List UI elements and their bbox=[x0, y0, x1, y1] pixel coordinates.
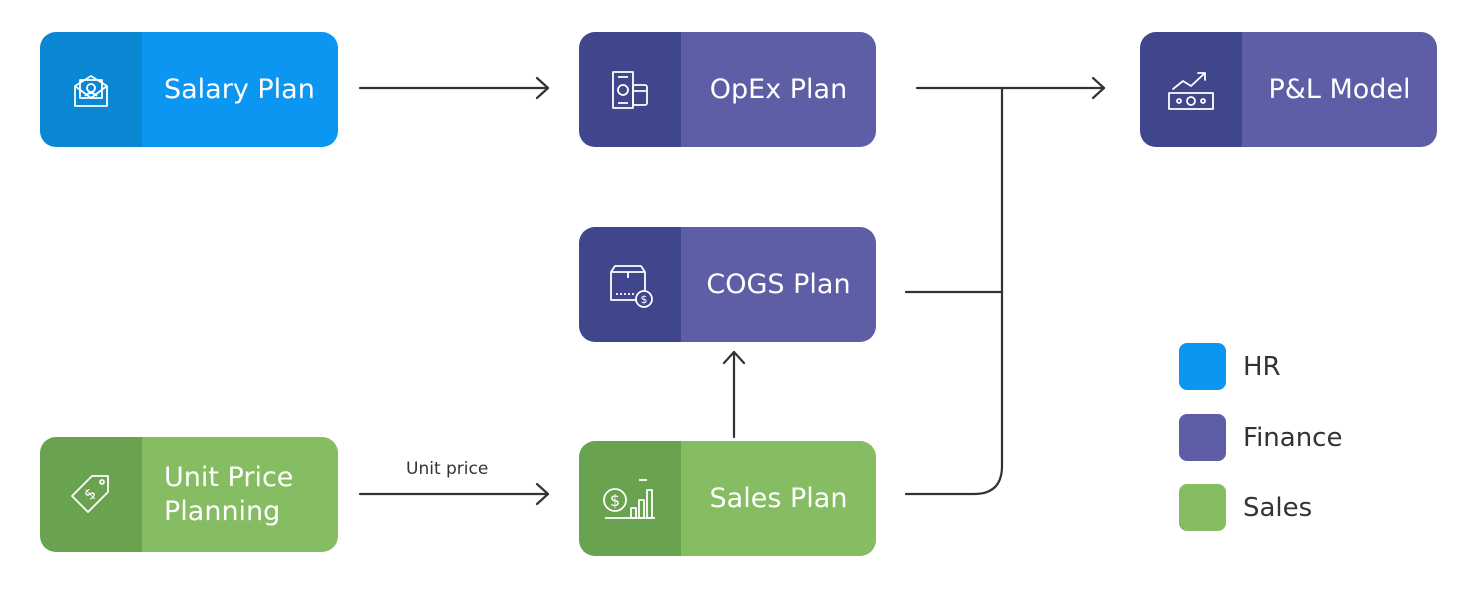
node-sales-plan[interactable]: $ Sales Plan bbox=[579, 441, 876, 556]
arrowhead-cogs bbox=[722, 350, 746, 365]
edge-label-unit-price: Unit price bbox=[406, 459, 489, 479]
node-opex-plan[interactable]: OpEx Plan bbox=[579, 32, 876, 147]
node-icon-box bbox=[579, 32, 681, 147]
node-icon-box: $ bbox=[579, 441, 681, 556]
salary-envelope-icon bbox=[74, 74, 108, 107]
node-label: P&L Model bbox=[1242, 32, 1437, 147]
legend-swatch-finance bbox=[1179, 414, 1226, 461]
legend-item-finance: Finance bbox=[1179, 414, 1342, 461]
node-label: Unit Price Planning bbox=[142, 437, 338, 552]
money-growth-icon bbox=[1168, 71, 1214, 110]
svg-text:$: $ bbox=[610, 491, 620, 510]
legend-item-sales: Sales bbox=[1179, 484, 1312, 531]
node-label: OpEx Plan bbox=[681, 32, 876, 147]
node-icon-box bbox=[1140, 32, 1242, 147]
node-label: COGS Plan bbox=[681, 227, 876, 342]
node-icon-box: $ bbox=[40, 437, 142, 552]
node-label: Salary Plan bbox=[142, 32, 338, 147]
svg-text:$: $ bbox=[641, 293, 648, 306]
node-unit-price-planning[interactable]: $ Unit Price Planning bbox=[40, 437, 338, 552]
edge-merge-vertical bbox=[904, 86, 1004, 496]
legend-swatch-sales bbox=[1179, 484, 1226, 531]
legend-label: Finance bbox=[1243, 422, 1343, 453]
node-icon-box: $ bbox=[579, 227, 681, 342]
node-pl-model[interactable]: P&L Model bbox=[1140, 32, 1437, 147]
price-tag-icon: $ bbox=[71, 474, 109, 513]
cash-wallet-icon bbox=[612, 70, 648, 109]
arrowhead-pl bbox=[1091, 76, 1106, 100]
arrowhead-sales bbox=[535, 482, 550, 506]
legend-swatch-hr bbox=[1179, 343, 1226, 390]
arrowhead-opex bbox=[535, 76, 550, 100]
node-label: Sales Plan bbox=[681, 441, 876, 556]
dollar-chart-icon: $ bbox=[603, 478, 655, 519]
legend-label: HR bbox=[1243, 351, 1281, 382]
node-salary-plan[interactable]: Salary Plan bbox=[40, 32, 338, 147]
legend-item-hr: HR bbox=[1179, 343, 1281, 390]
node-cogs-plan[interactable]: $ COGS Plan bbox=[579, 227, 876, 342]
legend-label: Sales bbox=[1243, 492, 1313, 523]
node-icon-box bbox=[40, 32, 142, 147]
box-dollar-icon: $ bbox=[610, 264, 653, 308]
svg-text:$: $ bbox=[80, 484, 99, 503]
